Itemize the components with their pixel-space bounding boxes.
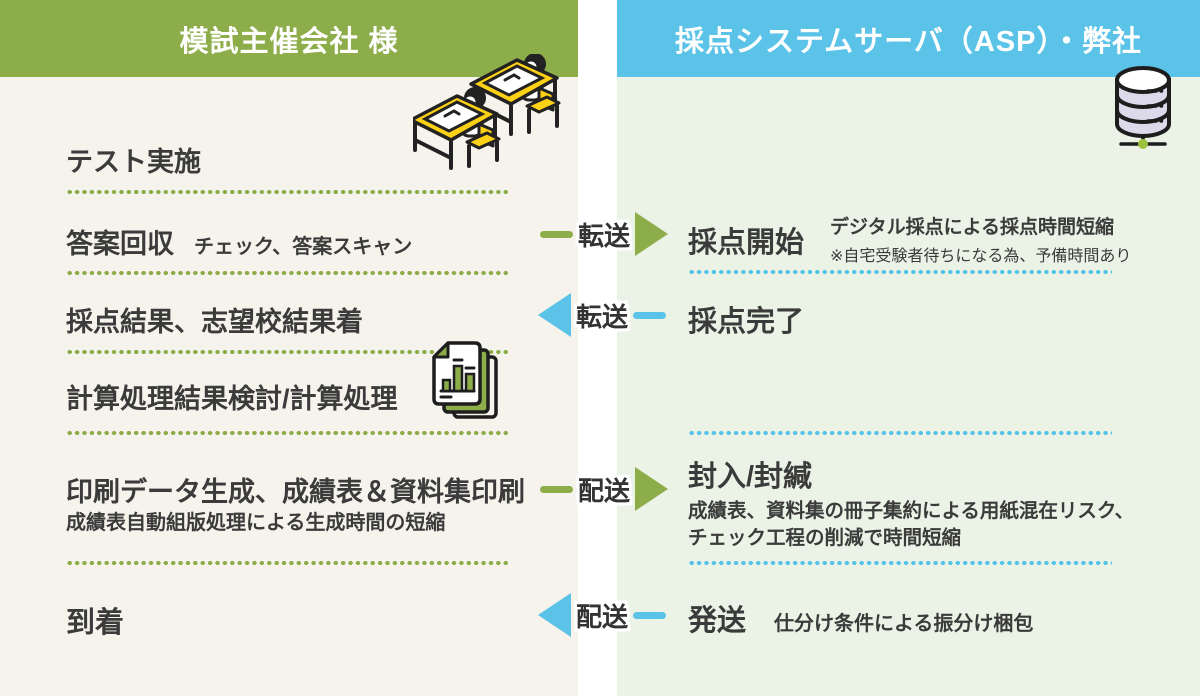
arrow-delivery-right: 配送 [540, 467, 669, 511]
divider-dotted-green [66, 349, 508, 355]
step-seal-desc-line2: チェック工程の削減で時間短縮 [688, 527, 962, 549]
right-panel [617, 0, 1200, 696]
step-ship-label: 発送 [688, 605, 747, 637]
divider-dotted-blue [688, 269, 1112, 275]
left-panel-title: 模試主催会社 様 [179, 25, 399, 58]
students-at-desks-icon [409, 53, 561, 170]
divider-dotted-green [66, 270, 508, 276]
report-document-icon [426, 341, 502, 425]
step-ship-note: 仕分け条件による振分け梱包 [774, 613, 1034, 635]
step-score-start-label: 採点開始 [688, 227, 805, 259]
arrow-tail [540, 485, 573, 493]
arrow-head-left-icon [538, 593, 571, 637]
arrow-delivery-left: 配送 [538, 593, 667, 637]
arrow-tail [633, 611, 667, 619]
step-test-label: テスト実施 [66, 147, 201, 177]
score-start-note-bold: デジタル採点による採点時間短縮 [830, 217, 1115, 238]
step-collect-row: 答案回収 チェック、答案スキャン [66, 222, 412, 261]
right-panel-title: 採点システムサーバ（ASP）・弊社 [675, 25, 1142, 58]
step-arrive-label: 到着 [66, 607, 125, 639]
divider-dotted-blue [688, 560, 1112, 566]
arrow-tail [633, 311, 667, 319]
left-panel-header: 模試主催会社 様 [0, 0, 578, 77]
step-ship-row: 発送 仕分け条件による振分け梱包 [688, 597, 1033, 639]
step-collect-note: チェック、答案スキャン [194, 236, 413, 258]
step-collect-label: 答案回収 [66, 229, 174, 259]
divider-dotted-green [66, 430, 508, 436]
step-score-start-notes: デジタル採点による採点時間短縮 ※自宅受験者待ちになる為、予備時間あり [830, 212, 1131, 266]
score-start-note: ※自宅受験者待ちになる為、予備時間あり [830, 248, 1132, 265]
step-seal-desc-line1: 成績表、資料集の冊子集約による用紙混在リスク、 [688, 500, 1135, 522]
arrow-transfer-right-label: 転送 [578, 220, 631, 251]
step-score-done-label: 採点完了 [688, 306, 805, 338]
database-server-icon [1112, 66, 1176, 152]
arrow-transfer-right: 転送 [540, 212, 669, 256]
arrow-transfer-left-label: 転送 [576, 301, 629, 332]
step-calc-label: 計算処理結果検討/計算処理 [66, 384, 398, 414]
arrow-head-right-icon [635, 467, 669, 511]
arrow-delivery-right-label: 配送 [578, 475, 631, 506]
right-panel-header: 採点システムサーバ（ASP）・弊社 [617, 0, 1200, 77]
arrow-head-right-icon [635, 212, 669, 256]
step-print-note: 成績表自動組版処理による生成時間の短縮 [66, 512, 446, 534]
arrow-transfer-left: 転送 [538, 293, 667, 337]
step-print-label: 印刷データ生成、成績表＆資料集印刷 [66, 477, 525, 507]
arrow-head-left-icon [538, 293, 571, 337]
step-result-label: 採点結果、志望校結果着 [66, 307, 363, 337]
step-seal-label: 封入/封緘 [688, 461, 813, 493]
arrow-tail [540, 230, 573, 238]
arrow-delivery-left-label: 配送 [576, 601, 629, 632]
divider-dotted-blue [688, 430, 1112, 436]
divider-dotted-green [66, 560, 508, 566]
divider-dotted-green [66, 189, 508, 195]
